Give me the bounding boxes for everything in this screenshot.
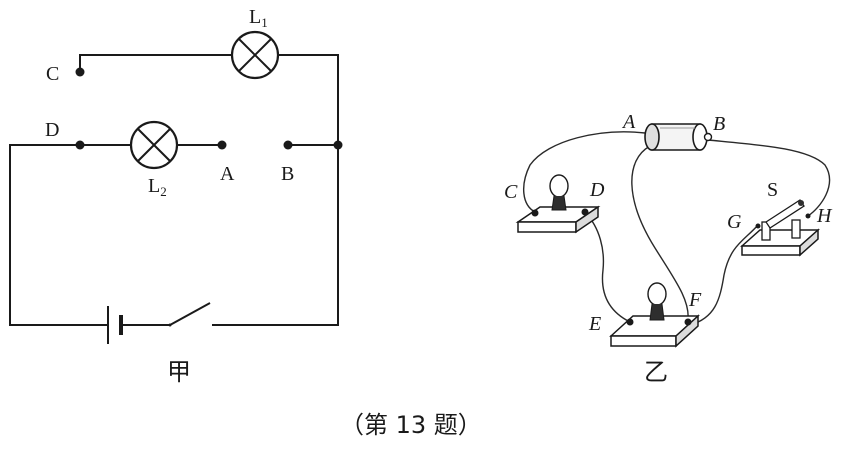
label-B: B xyxy=(281,163,294,185)
label-yi-F: F xyxy=(688,289,702,311)
wire-A-to-F xyxy=(631,145,689,321)
battery-cell-icon xyxy=(644,123,713,151)
circuit-diagram-jia: L1 C D L2 A B 甲 xyxy=(9,6,343,386)
terminal-C xyxy=(75,67,85,77)
label-D: D xyxy=(45,119,59,141)
switch-S-icon xyxy=(740,199,820,257)
wire-C-to-L1 xyxy=(79,54,232,72)
label-yi-E: E xyxy=(588,313,601,335)
switch-blade xyxy=(169,302,211,326)
label-L1: L1 xyxy=(249,6,268,30)
label-A: A xyxy=(220,163,235,185)
wire-junction-to-switch xyxy=(212,145,339,326)
wire-B-to-H xyxy=(707,139,831,217)
label-yi-S: S xyxy=(767,179,778,201)
label-yi-C: C xyxy=(504,181,518,203)
label-yi-G: G xyxy=(727,211,742,233)
wire-A-to-C xyxy=(523,131,646,213)
lamp-board-CD-icon xyxy=(515,174,601,234)
label-yi-B: B xyxy=(713,113,725,135)
wire-battery-to-D xyxy=(9,144,108,326)
question-caption: （第 13 题） xyxy=(340,411,482,439)
lamp-L1-icon xyxy=(230,30,280,80)
label-C: C xyxy=(46,63,59,85)
terminal-A xyxy=(217,140,227,150)
label-yi-A: A xyxy=(621,111,636,133)
label-L2: L2 xyxy=(148,175,167,199)
lamp-L2-icon xyxy=(129,120,179,170)
wire-F-to-G xyxy=(689,224,759,326)
caption-yi: 乙 xyxy=(644,358,668,386)
label-yi-H: H xyxy=(816,205,833,227)
caption-jia: 甲 xyxy=(167,358,191,386)
label-yi-D: D xyxy=(589,179,605,201)
switch-pivot xyxy=(168,323,172,327)
terminal-D xyxy=(75,140,85,150)
physical-circuit-yi: A B C D E F G H S 乙 xyxy=(504,111,833,386)
wire-D-to-E xyxy=(584,211,631,323)
junction-dot xyxy=(333,140,343,150)
wire-L1-to-junction xyxy=(278,54,339,145)
lamp-board-EF-icon xyxy=(609,282,700,348)
terminal-B xyxy=(283,140,293,150)
